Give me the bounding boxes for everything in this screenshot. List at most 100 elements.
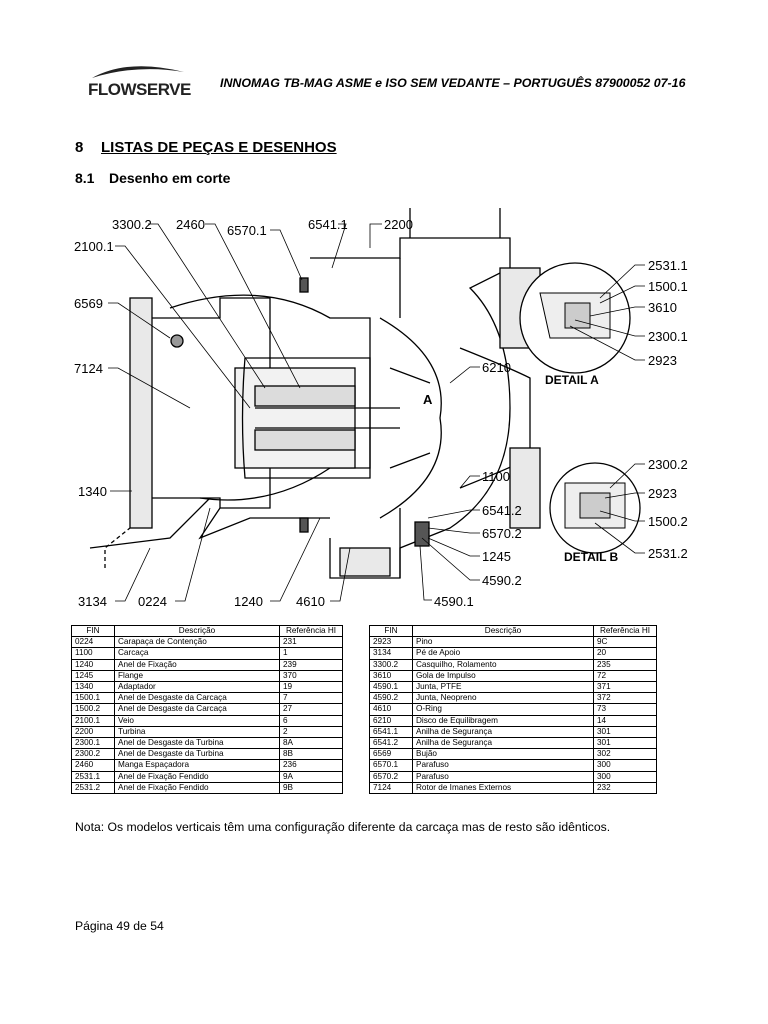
cell-fin: 6210 [369, 714, 413, 727]
cell-fin: 2100.1 [71, 714, 115, 727]
cell-fin: 2531.2 [71, 781, 115, 795]
cell-hi-reference: 371 [593, 681, 657, 694]
cell-description: Anel de Fixação Fendido [114, 770, 280, 783]
cell-hi-reference: 19 [279, 681, 343, 694]
cell-fin: 2300.1 [71, 737, 115, 750]
cell-hi-reference: 27 [279, 703, 343, 716]
cell-fin: 3134 [369, 647, 413, 660]
cell-fin: 2300.2 [71, 748, 115, 761]
callout-1500-2: 1500.2 [648, 514, 688, 529]
cell-fin: 2923 [369, 636, 413, 649]
cell-description: Anel de Fixação Fendido [114, 781, 280, 795]
callout-labels: 3300.2 2460 6570.1 6541.1 2200 2100.1 65… [74, 217, 688, 609]
document-header-title: INNOMAG TB-MAG ASME e ISO SEM VEDANTE – … [220, 76, 686, 90]
cell-hi-reference: 372 [593, 692, 657, 705]
cell-fin: 3610 [369, 669, 413, 683]
cell-hi-reference: 8A [279, 737, 343, 750]
cell-hi-reference: 300 [593, 770, 657, 783]
detail-b: DETAIL B [549, 462, 641, 564]
detail-a: DETAIL A [519, 262, 631, 387]
cell-description: Carapaça de Contenção [114, 636, 280, 649]
callout-2531-1: 2531.1 [648, 258, 688, 273]
cell-hi-reference: 370 [279, 669, 343, 683]
cross-section-drawing: DETAIL A DETAIL B A [74, 208, 688, 609]
callout-1240: 1240 [234, 594, 263, 609]
cell-fin: 1240 [71, 658, 115, 671]
cell-description: Parafuso [412, 759, 594, 772]
callout-3134: 3134 [78, 594, 107, 609]
cell-description: Anel de Fixação [114, 658, 280, 671]
cell-description: Anilha de Segurança [412, 725, 594, 739]
column-header-hi-reference: Referência HI [593, 624, 657, 638]
callout-6570-2: 6570.2 [482, 526, 522, 541]
cell-fin: 6570.2 [369, 770, 413, 783]
table-header-row: FIN Descrição Referência HI [71, 624, 343, 638]
cell-description: Veio [114, 714, 280, 727]
callout-6570-1: 6570.1 [227, 223, 267, 238]
cell-description: Disco de Equilibragem [412, 714, 594, 727]
cell-description: Anel de Desgaste da Carcaça [114, 692, 280, 705]
cell-description: Pé de Apoio [412, 647, 594, 660]
cell-fin: 4590.1 [369, 681, 413, 694]
cell-fin: 2460 [71, 759, 115, 772]
callout-4590-1: 4590.1 [434, 594, 474, 609]
logo-swoosh-icon [92, 66, 184, 78]
cell-description: Anilha de Segurança [412, 737, 594, 750]
section-number: 8 [75, 139, 84, 156]
cell-fin: 6541.2 [369, 737, 413, 750]
cell-fin: 1100 [71, 647, 115, 660]
cell-hi-reference: 9A [279, 770, 343, 783]
cell-hi-reference: 7 [279, 692, 343, 705]
cell-fin: 0224 [71, 636, 115, 649]
cell-description: Casquilho, Rolamento [412, 658, 594, 671]
callout-2100-1: 2100.1 [74, 239, 114, 254]
subsection-number: 8.1 [75, 170, 95, 186]
callout-1340: 1340 [78, 484, 107, 499]
cell-hi-reference: 2 [279, 725, 343, 739]
pump-outline [89, 208, 541, 579]
callout-2531-2: 2531.2 [648, 546, 688, 561]
cell-description: Gola de Impulso [412, 669, 594, 683]
cell-description: O-Ring [412, 703, 594, 716]
cell-description: Carcaça [114, 647, 280, 660]
callout-6569: 6569 [74, 296, 103, 311]
cell-description: Anel de Desgaste da Turbina [114, 737, 280, 750]
callout-2300-2: 2300.2 [648, 457, 688, 472]
cell-hi-reference: 301 [593, 725, 657, 739]
column-header-description: Descrição [412, 624, 594, 638]
cell-description: Rotor de Imanes Externos [412, 781, 594, 795]
cell-hi-reference: 1 [279, 647, 343, 660]
cell-hi-reference: 300 [593, 759, 657, 772]
cell-description: Junta, PTFE [412, 681, 594, 694]
cell-fin: 4610 [369, 703, 413, 716]
callout-2923-a: 2923 [648, 353, 677, 368]
callout-6210: 6210 [482, 360, 511, 375]
cell-fin: 6570.1 [369, 759, 413, 772]
cell-hi-reference: 20 [593, 647, 657, 660]
cell-hi-reference: 235 [593, 658, 657, 671]
cell-fin: 2531.1 [71, 770, 115, 783]
cell-hi-reference: 8B [279, 748, 343, 761]
callout-2300-1: 2300.1 [648, 329, 688, 344]
callout-2460: 2460 [176, 217, 205, 232]
cell-hi-reference: 231 [279, 636, 343, 649]
cell-fin: 6541.1 [369, 725, 413, 739]
